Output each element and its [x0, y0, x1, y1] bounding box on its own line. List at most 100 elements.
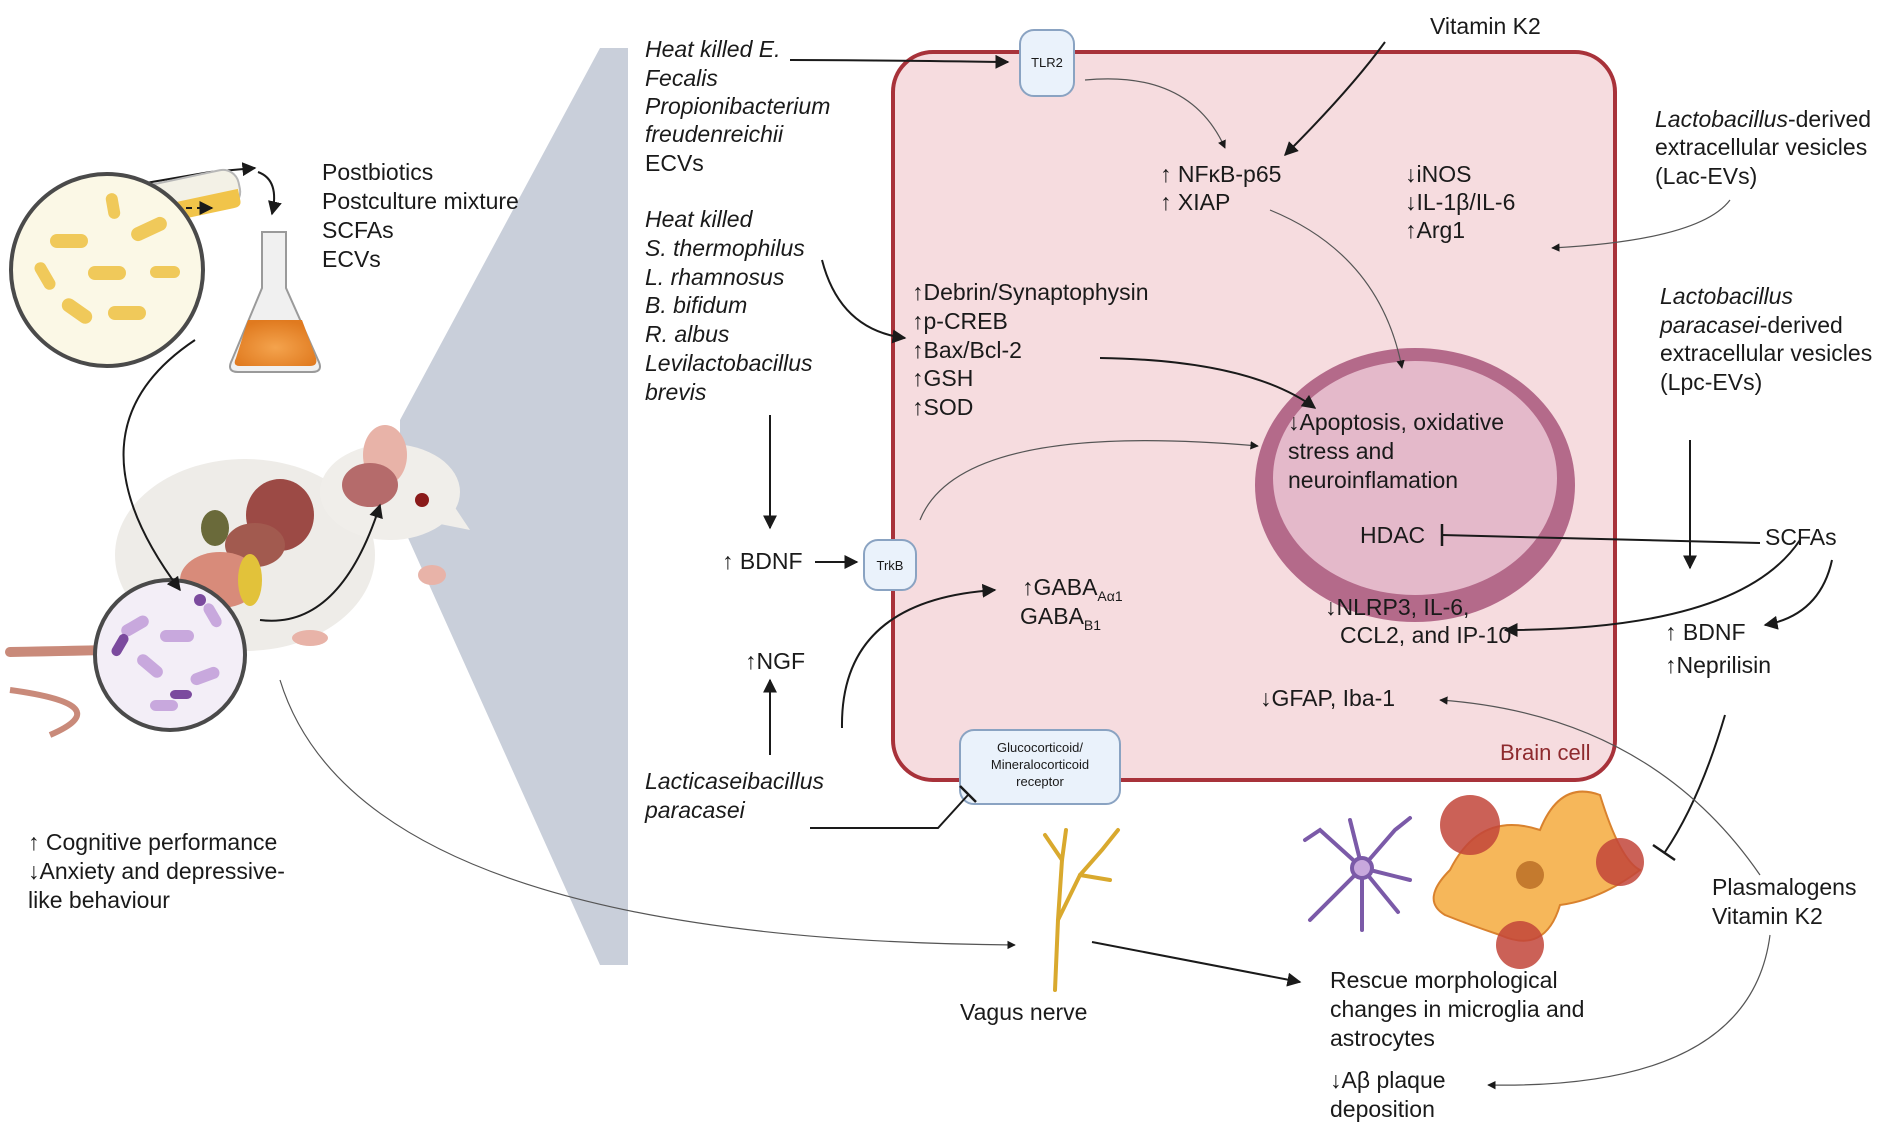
arrow-scfas-to-bdnf [1763, 559, 1833, 630]
arrow-tlr2-to-nfkb [1084, 78, 1226, 149]
lpc-evs-species: paracasei [1659, 312, 1761, 338]
lpc-evs-line-3: (Lpc-EVs) [1660, 369, 1762, 395]
arrow-plasmalogens-to-abeta [1487, 934, 1771, 1090]
inos-line-0: ↓iNOS [1405, 161, 1471, 187]
heat-killed-group-2: Heat killed S. thermophilus L. rhamnosus… [645, 206, 813, 405]
debrin-line-1: ↑p-CREB [912, 308, 1008, 334]
nfkb-list: ↑ NFκB-p65 ↑ XIAP [1160, 161, 1281, 215]
culture-illustration [9, 162, 321, 373]
vitamin-k2-top: Vitamin K2 [1430, 13, 1541, 39]
debrin-line-0: ↑Debrin/Synaptophysin [912, 279, 1149, 305]
heat-killed-1-line-2: Propionibacterium [645, 93, 830, 119]
debrin-line-4: ↑SOD [912, 394, 973, 420]
lac-evs-genus: Lactobacillus [1655, 106, 1788, 132]
inos-line-1: ↓IL-1β/IL-6 [1405, 189, 1515, 215]
glucocorticoid-receptor [959, 729, 1121, 805]
inos-line-2: ↑Arg1 [1405, 217, 1465, 243]
tlr2-receptor [1019, 29, 1075, 97]
arrow-plasmalogens-to-gfap [1439, 696, 1761, 876]
postbiotics-list-1: Postculture mixture [322, 188, 519, 214]
lacticaseibacillus-label: Lacticaseibacillus paracasei [644, 768, 824, 823]
astrocyte-illustration [1432, 790, 1644, 969]
heat-killed-2-line-0: Heat killed [645, 206, 754, 232]
gaba-b-sub: B1 [1084, 617, 1101, 633]
microbiome-circle [93, 578, 247, 732]
trkb-label: TrkB [877, 558, 904, 573]
rescue-line-1: changes in microglia and [1330, 996, 1584, 1022]
heat-killed-1-line-3: freudenreichii [645, 121, 784, 147]
lpc-evs-line-1: paracasei-derived [1659, 312, 1843, 338]
heat-killed-1-line-0: Heat killed E. [645, 36, 781, 62]
abeta-line-1: deposition [1330, 1096, 1435, 1122]
bdnf-right-list: ↑ BDNF ↑Neprilisin [1665, 619, 1771, 678]
cognitive-list: ↑ Cognitive performance ↓Anxiety and dep… [28, 829, 285, 913]
arrow-nfkb-to-nucleus [1269, 209, 1405, 369]
nlrp3-line-1: CCL2, and IP-10 [1340, 622, 1511, 648]
postbiotics-list-2: SCFAs [322, 217, 394, 243]
plasmalogens-list: Plasmalogens Vitamin K2 [1712, 874, 1856, 929]
debrin-line-3: ↑GSH [912, 365, 973, 391]
lac-evs-line-1: extracellular vesicles [1655, 134, 1867, 160]
heat-killed-2-line-2: L. rhamnosus [645, 264, 785, 290]
rescue-list: Rescue morphological changes in microgli… [1330, 967, 1584, 1051]
heat-killed-1-ecvs: ECVs [645, 150, 704, 176]
scfas-right: SCFAs [1765, 524, 1837, 550]
nucleus-text: ↓Apoptosis, oxidative stress and neuroin… [1288, 409, 1504, 493]
debrin-list: ↑Debrin/Synaptophysin ↑p-CREB ↑Bax/Bcl-2… [912, 279, 1149, 420]
lacticaseibacillus-line-1: paracasei [644, 797, 746, 823]
arrow-petri-to-gut [122, 339, 196, 592]
arrow-gut-to-vagus [279, 679, 1016, 950]
rescue-line-0: Rescue morphological [1330, 967, 1558, 993]
zoom-cone [400, 48, 628, 965]
brain-cell-label: Brain cell [1500, 740, 1590, 765]
gaba-b-label: GABAB1 [1020, 603, 1101, 633]
postbiotics-list: Postbiotics Postculture mixture SCFAs EC… [322, 159, 519, 272]
plasmalogens-line-0: Plasmalogens [1712, 874, 1856, 900]
heat-killed-1-line-1: Fecalis [645, 65, 718, 91]
gaba-b-main: GABA [1020, 603, 1085, 629]
cognitive-line-2: like behaviour [28, 887, 170, 913]
inhibit-neprilisin-plaque [1664, 714, 1726, 853]
vagus-nerve-label: Vagus nerve [960, 999, 1087, 1025]
lpc-evs-label: Lactobacillus paracasei-derived extracel… [1659, 283, 1872, 395]
nlrp3-line-0: ↓NLRP3, IL-6, [1325, 594, 1469, 620]
arrow-scfas-to-nlrp3 [1503, 539, 1801, 637]
nucleus-line-2: neuroinflamation [1288, 467, 1458, 493]
mouse-illustration [5, 425, 470, 738]
plasmalogens-line-1: Vitamin K2 [1712, 903, 1823, 929]
trkb-receptor [863, 539, 917, 591]
abeta-line-0: ↓Aβ plaque [1330, 1067, 1446, 1093]
abeta-list: ↓Aβ plaque deposition [1330, 1067, 1446, 1122]
nucleus-line-0: ↓Apoptosis, oxidative [1288, 409, 1504, 435]
tlr2-label: TLR2 [1031, 55, 1063, 70]
lac-evs-line-2: (Lac-EVs) [1655, 163, 1757, 189]
gaba-a-sub: Aα1 [1097, 588, 1122, 604]
arrow-gut-to-brain [259, 503, 383, 622]
heat-killed-2-line-4: R. albus [645, 321, 730, 347]
arrow-hk2-to-debrin [821, 259, 907, 344]
gfap-label: ↓GFAP, Iba-1 [1260, 685, 1395, 711]
glucocorticoid-line-0: Glucocorticoid/ [997, 740, 1083, 755]
gaba-labels: ↑GABAAα1 GABAB1 [1020, 574, 1123, 633]
gaba-a-label: ↑GABAAα1 [1022, 574, 1123, 604]
debrin-line-2: ↑Bax/Bcl-2 [912, 337, 1022, 363]
postbiotics-list-3: ECVs [322, 246, 381, 272]
nucleus-line-1: stress and [1288, 438, 1394, 464]
hdac-label: HDAC [1360, 522, 1425, 548]
arrow-to-tlr2 [789, 54, 1010, 69]
arrow-trkb-to-nucleus [919, 440, 1259, 521]
lac-evs-label: Lactobacillus-derived extracellular vesi… [1655, 106, 1871, 189]
nfkb-line-0: ↑ NFκB-p65 [1160, 161, 1281, 187]
heat-killed-group-1: Heat killed E. Fecalis Propionibacterium… [645, 36, 830, 176]
microglia-illustration [1303, 816, 1412, 932]
nfkb-line-1: ↑ XIAP [1160, 189, 1230, 215]
inhibit-paracasei-glucocorticoid [810, 794, 969, 829]
heat-killed-2-line-5: Levilactobacillus [645, 350, 813, 376]
bdnf-right-line-0: ↑ BDNF [1665, 619, 1746, 645]
cognitive-line-0: ↑ Cognitive performance [28, 829, 277, 855]
glucocorticoid-text: Glucocorticoid/ Mineralocorticoid recept… [991, 740, 1089, 789]
glucocorticoid-line-1: Mineralocorticoid [991, 757, 1089, 772]
heat-killed-2-line-3: B. bifidum [645, 292, 747, 318]
